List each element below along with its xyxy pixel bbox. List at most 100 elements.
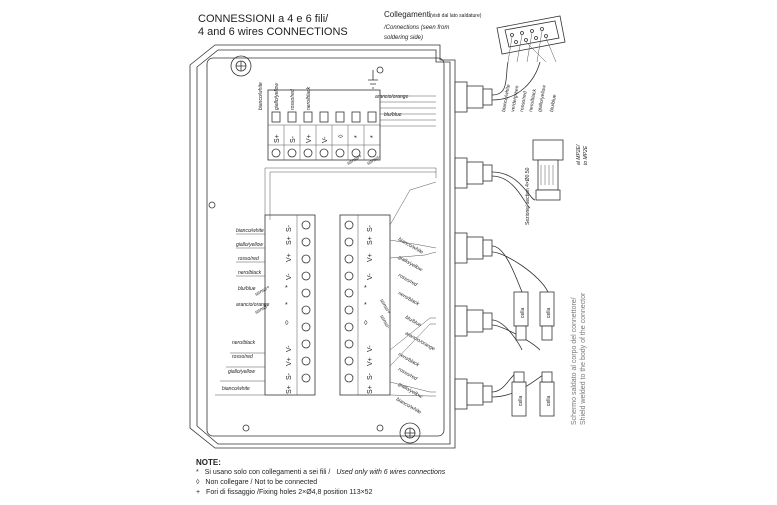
mp2e-label: al MP2E/ xyxy=(576,144,582,165)
ground-icon xyxy=(368,70,378,89)
terminal-label: V- xyxy=(286,345,293,352)
wire-label: bianco/white xyxy=(222,386,250,392)
terminal-label: * xyxy=(285,302,288,309)
terminal-label: S- xyxy=(286,224,293,232)
load-cell-connector-icon xyxy=(539,291,555,341)
notes: NOTE: * Si usano solo con collegamenti a… xyxy=(196,458,596,498)
right-terminal-labels: S+ S- V+ V- * * ◊ V- V+ S- S+ xyxy=(364,224,374,394)
left-terminal-block xyxy=(264,214,316,396)
terminal-label: V+ xyxy=(367,357,374,366)
terminal-label: V+ xyxy=(286,357,293,366)
cable-gland-icon xyxy=(454,157,493,189)
cable-glands xyxy=(454,81,493,410)
terminal-label: V- xyxy=(367,273,374,280)
terminal-label: V+ xyxy=(306,134,313,143)
wire-label: nero/black xyxy=(238,270,262,276)
wire-label: arancio/orange xyxy=(404,331,436,353)
top-terminal-block xyxy=(267,89,381,161)
terminal-label: S- xyxy=(367,372,374,380)
wire-label: giallo/yellow xyxy=(274,83,280,110)
terminal-label: ◊ xyxy=(338,134,345,138)
terminal-label: * xyxy=(370,135,377,138)
terminal-screw-icons xyxy=(271,148,377,158)
terminal-label: S- xyxy=(286,372,293,380)
terminal-label: * xyxy=(354,135,361,138)
connector-wire-label: rosso/red xyxy=(519,91,529,113)
terminal-label: S+ xyxy=(286,236,293,245)
terminal-label: * xyxy=(364,285,367,292)
cable-gland-icon xyxy=(454,232,493,264)
connections-line2: soldering side) xyxy=(384,35,423,41)
shield-note: Shield welded to the body of the connect… xyxy=(580,292,587,425)
wire-label: rosso/red xyxy=(290,89,296,110)
load-cell-connector-icon xyxy=(513,291,529,341)
terminal-label: * xyxy=(364,302,367,309)
wire-label: rosso/red xyxy=(232,354,253,360)
wire-label: rosso/red xyxy=(397,367,418,383)
cable-section-label: Sezione/ section 4×Ø0.50 xyxy=(525,167,531,225)
wire-label: rosso/red xyxy=(238,256,259,262)
terminal-label: S- xyxy=(290,135,297,143)
notes-heading: NOTE: xyxy=(196,458,221,467)
mp2e-connector xyxy=(532,139,564,201)
cell-label: cella xyxy=(546,395,552,406)
load-cell-connector-icon xyxy=(539,371,555,417)
note-symbol: * xyxy=(196,469,199,476)
terminal-label: * xyxy=(285,285,288,292)
collegamenti-subtitle: (visti dal lato saldature) xyxy=(430,13,482,19)
wire-label: bianco/white xyxy=(258,82,264,110)
terminal-label: V- xyxy=(322,136,329,143)
note-symbol: + xyxy=(196,489,201,496)
right-terminal-block xyxy=(339,214,391,396)
connector-wire-labels: bianco/white verde/green rosso/red nero/… xyxy=(501,84,558,113)
note-text: Used only with 6 wires connections xyxy=(336,469,446,476)
mp2e-label: to MP2E xyxy=(583,145,589,165)
note-row: + Fori di fissaggio /Fixing holes 2×Ø4,8… xyxy=(196,488,596,498)
note-text: Fori di fissaggio /Fixing holes 2×Ø4,8 p… xyxy=(206,489,373,496)
title-line1: CONNESSIONI a 4 e 6 fili/ xyxy=(198,13,329,25)
wire-label: nero/black xyxy=(397,291,420,308)
fixing-hole-icon xyxy=(208,66,384,432)
connector-wire-label: verde/green xyxy=(510,85,521,113)
cell-label: cella xyxy=(520,307,526,318)
cable-gland-icon xyxy=(454,81,493,113)
wire-label: bianco/white xyxy=(236,228,264,234)
terminal-label: V- xyxy=(286,273,293,280)
cables xyxy=(491,61,549,398)
terminal-label: S+ xyxy=(367,236,374,245)
terminal-screw-icons xyxy=(344,220,354,383)
top-terminal-labels: S+ S- V+ V- ◊ * * xyxy=(274,134,377,143)
connector-wire-label: nero/black xyxy=(528,88,538,112)
connector-wire-label: giallo/yellow xyxy=(537,84,548,112)
terminal-label: S- xyxy=(367,224,374,232)
terminal-label: S+ xyxy=(274,134,281,143)
db-connector xyxy=(496,15,566,63)
wire-label: giallo/yellow xyxy=(228,369,255,375)
shield-note: Schermo saldato al corpo del connettore/ xyxy=(571,297,578,425)
terminal-label: ◊ xyxy=(285,320,289,327)
load-cell-connector-icon xyxy=(511,371,527,417)
left-wire-labels: bianco/white giallo/yellow rosso/red ner… xyxy=(222,228,271,392)
screw-icon xyxy=(230,55,252,77)
collegamenti-title: Collegamenti xyxy=(384,10,431,19)
junction-box xyxy=(189,44,456,449)
note-symbol: ◊ xyxy=(196,479,200,486)
terminal-label: V+ xyxy=(286,253,293,262)
wire-label: rosso/red xyxy=(397,273,418,289)
terminal-label: V+ xyxy=(367,253,374,262)
wire-label: blu/blue xyxy=(238,286,256,292)
cable-gland-icon xyxy=(454,378,493,410)
cell-labels: cella cella cella cella xyxy=(518,307,552,406)
wire-label: nero/black xyxy=(306,86,312,110)
note-text: Non collegare / Not to be connected xyxy=(205,479,318,486)
terminal-screw-icons xyxy=(301,220,311,383)
connections-line1: /Connections (seen from xyxy=(383,25,449,31)
terminal-label: ◊ xyxy=(364,320,368,327)
cell-label: cella xyxy=(546,307,552,318)
title-line2: 4 and 6 wires CONNECTIONS xyxy=(198,26,348,38)
wire-label: arancio/orange xyxy=(236,302,270,308)
terminal-label: S+ xyxy=(367,385,374,394)
wire-label: bianco/white xyxy=(395,397,422,416)
wire-label: blu/blue xyxy=(384,112,402,118)
